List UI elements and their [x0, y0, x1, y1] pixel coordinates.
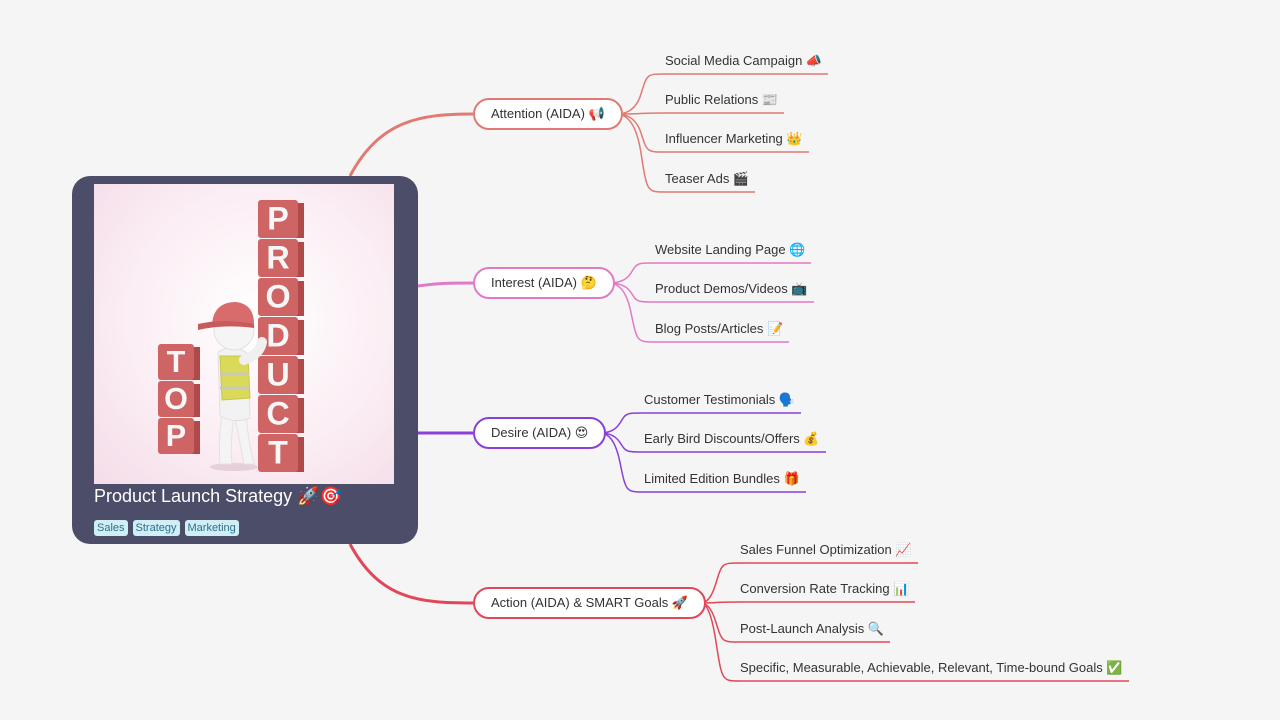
leaf-website-landing-page[interactable]: Website Landing Page 🌐 [655, 242, 806, 257]
branch-desire[interactable]: Desire (AIDA) 😍 [473, 417, 607, 449]
branch-connector-3 [348, 543, 474, 605]
svg-text:R: R [266, 240, 289, 276]
leaf-connector [697, 601, 915, 604]
root-topic-title: Product Launch Strategy 🚀🎯 [94, 486, 342, 506]
letter-block-o-1: O [158, 381, 200, 417]
leaf-smart-goals[interactable]: Specific, Measurable, Achievable, Releva… [740, 660, 1123, 675]
root-topic-tags: Sales Strategy Marketing [94, 520, 239, 536]
svg-text:U: U [266, 357, 289, 393]
leaf-product-demos-videos[interactable]: Product Demos/Videos 📺 [655, 281, 808, 296]
leaf-conversion-rate-tracking[interactable]: Conversion Rate Tracking 📊 [740, 581, 910, 596]
svg-text:P: P [267, 201, 289, 237]
branch-attention-label: Attention (AIDA) 📢 [491, 106, 605, 121]
leaf-limited-edition-bundles[interactable]: Limited Edition Bundles 🎁 [644, 471, 800, 486]
svg-text:T: T [167, 345, 186, 379]
tag-marketing[interactable]: Marketing [184, 520, 239, 536]
svg-text:O: O [164, 382, 188, 416]
leaf-teaser-ads[interactable]: Teaser Ads 🎬 [665, 171, 750, 186]
branch-connector-1 [417, 281, 474, 288]
leaf-social-media-campaign[interactable]: Social Media Campaign 📣 [665, 53, 823, 68]
letter-block-t-0: T [158, 344, 200, 380]
leaf-early-bird-discounts[interactable]: Early Bird Discounts/Offers 💰 [644, 431, 820, 446]
worker-figure-illustration [198, 302, 267, 471]
leaf-blog-posts-articles[interactable]: Blog Posts/Articles 📝 [655, 321, 784, 336]
leaf-influencer-marketing[interactable]: Influencer Marketing 👑 [665, 131, 803, 146]
leaf-customer-testimonials[interactable]: Customer Testimonials 🗣️ [644, 392, 796, 407]
leaf-public-relations[interactable]: Public Relations 📰 [665, 92, 779, 107]
letter-block-r-1: R [258, 239, 304, 277]
svg-text:P: P [166, 419, 186, 453]
leaf-sales-funnel-optimization[interactable]: Sales Funnel Optimization 📈 [740, 542, 912, 557]
letter-block-o-2: O [258, 278, 304, 316]
svg-text:D: D [266, 318, 289, 354]
branch-action-label: Action (AIDA) & SMART Goals 🚀 [491, 595, 689, 610]
branch-action-smart-goals[interactable]: Action (AIDA) & SMART Goals 🚀 [473, 587, 707, 619]
letter-block-t-6: T [258, 434, 304, 472]
letter-block-d-3: D [258, 317, 304, 355]
branch-interest-label: Interest (AIDA) 🤔 [491, 275, 597, 290]
branch-attention[interactable]: Attention (AIDA) 📢 [473, 98, 623, 130]
tag-strategy[interactable]: Strategy [132, 520, 180, 536]
letter-block-u-4: U [258, 356, 304, 394]
branch-interest[interactable]: Interest (AIDA) 🤔 [473, 267, 615, 299]
tag-sales[interactable]: Sales [94, 520, 128, 536]
letter-block-p-2: P [158, 418, 200, 454]
leaf-post-launch-analysis[interactable]: Post-Launch Analysis 🔍 [740, 621, 885, 636]
leaf-connector [614, 112, 784, 115]
svg-text:C: C [266, 396, 289, 432]
svg-text:T: T [268, 435, 288, 471]
svg-text:O: O [265, 279, 290, 315]
branch-connector-0 [348, 112, 474, 177]
letter-block-p-0: P [258, 200, 304, 238]
letter-block-c-5: C [258, 395, 304, 433]
branch-desire-label: Desire (AIDA) 😍 [491, 425, 589, 440]
